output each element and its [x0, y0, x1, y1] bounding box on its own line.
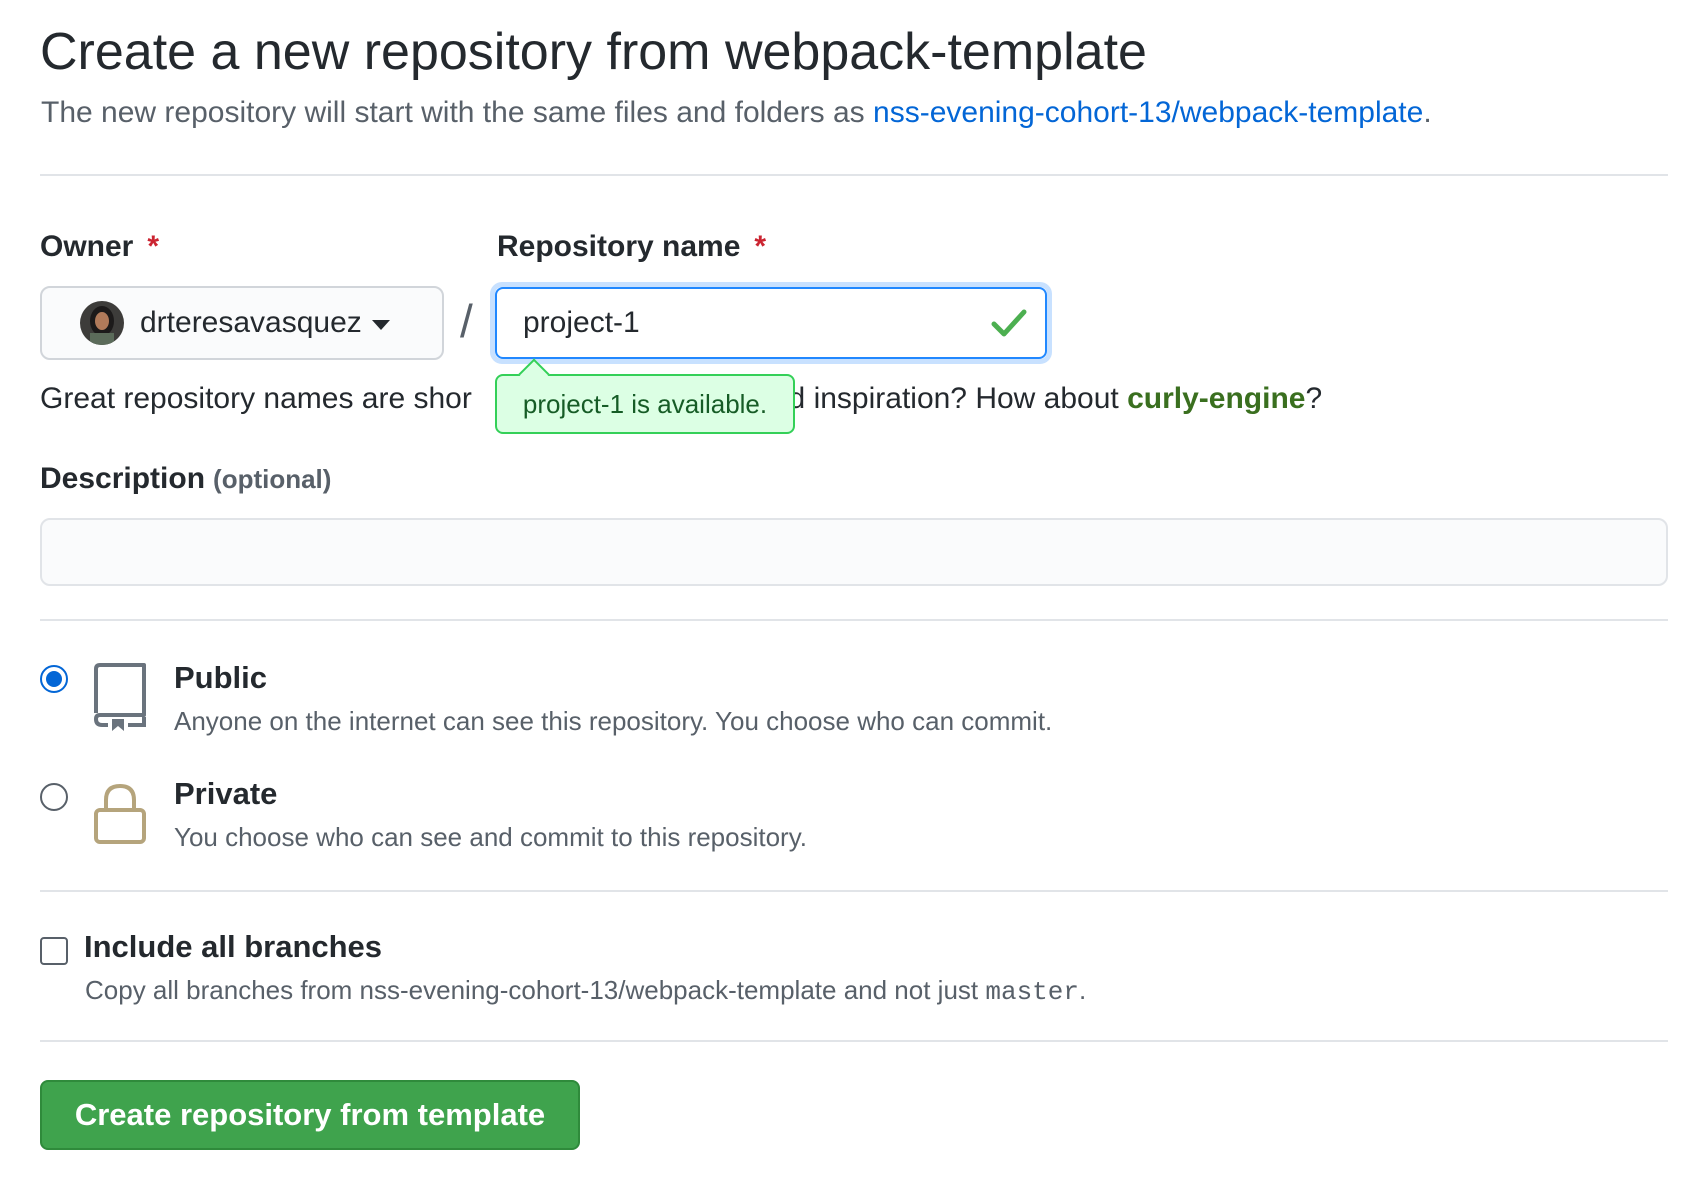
check-icon	[991, 309, 1027, 337]
suggested-name-link[interactable]: curly-engine	[1127, 382, 1306, 415]
repo-icon	[94, 663, 146, 731]
repo-name-label-text: Repository name	[497, 230, 741, 263]
description-input[interactable]	[40, 518, 1668, 586]
include-branches-description: Copy all branches from nss-evening-cohor…	[85, 975, 1086, 1007]
owner-label: Owner *	[40, 230, 159, 264]
availability-tooltip: project-1 is available.	[495, 374, 795, 434]
public-title: Public	[174, 660, 268, 695]
description-label-text: Description	[40, 462, 206, 495]
owner-repo-separator: /	[460, 295, 473, 347]
hint-middle: ed inspiration? How about	[771, 382, 1128, 415]
page-subtitle: The new repository will start with the s…	[41, 96, 1432, 130]
description-label: Description(optional)	[40, 462, 331, 496]
owner-dropdown[interactable]: drteresavasquez	[40, 286, 444, 360]
public-radio[interactable]	[40, 665, 68, 693]
repo-name-hint: Great repository names are shor ed inspir…	[40, 382, 1322, 416]
public-description: Anyone on the internet can see this repo…	[174, 706, 1053, 736]
template-link[interactable]: nss-evening-cohort-13/webpack-template	[873, 96, 1424, 129]
branches-desc-text: Copy all branches from nss-evening-cohor…	[85, 975, 986, 1005]
page-title: Create a new repository from webpack-tem…	[40, 23, 1147, 81]
create-repository-button[interactable]: Create repository from template	[40, 1080, 580, 1150]
private-title: Private	[174, 776, 278, 811]
required-mark: *	[754, 230, 767, 263]
divider	[40, 1040, 1668, 1042]
repo-name-field-wrapper	[490, 282, 1052, 364]
divider	[40, 619, 1668, 621]
hint-suffix: ?	[1305, 382, 1323, 415]
include-branches-checkbox[interactable]	[40, 937, 68, 965]
branches-desc-period: .	[1078, 975, 1087, 1005]
hint-prefix: Great repository names are shor	[40, 382, 472, 415]
lock-icon	[94, 783, 146, 844]
caret-down-icon	[371, 320, 390, 330]
divider	[40, 174, 1668, 176]
required-mark: *	[147, 230, 160, 263]
branch-name: master	[985, 977, 1079, 1007]
subtitle-text: The new repository will start with the s…	[41, 96, 874, 129]
private-description: You choose who can see and commit to thi…	[174, 822, 808, 852]
divider	[40, 890, 1668, 892]
private-radio[interactable]	[40, 783, 68, 811]
owner-name: drteresavasquez	[140, 306, 362, 339]
subtitle-period: .	[1423, 96, 1432, 129]
repo-name-input[interactable]	[495, 287, 1047, 359]
include-branches-title: Include all branches	[84, 929, 383, 964]
user-avatar-icon	[80, 301, 124, 345]
repo-name-label: Repository name *	[497, 230, 766, 264]
optional-note: (optional)	[213, 464, 332, 494]
owner-label-text: Owner	[40, 230, 134, 263]
